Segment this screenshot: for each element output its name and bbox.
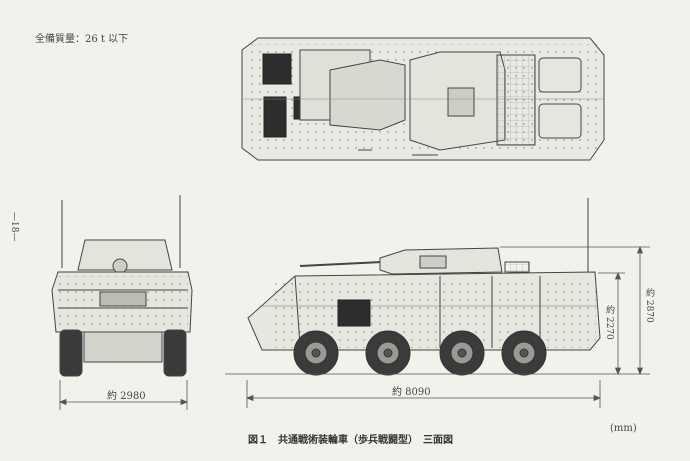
top-hatch-driver	[263, 96, 287, 138]
side-view	[247, 198, 601, 351]
side-wheels	[293, 330, 547, 376]
rear-hatch-lower	[538, 103, 582, 139]
dimension-heights	[500, 245, 650, 376]
units-label: (mm)	[610, 423, 637, 434]
front-width-label: 約 2980	[107, 391, 146, 402]
dimension-front-width	[58, 380, 189, 410]
wheel-1	[293, 330, 339, 376]
top-view	[241, 37, 605, 161]
page-number: —18—	[9, 212, 19, 242]
top-hatch-front	[262, 53, 292, 85]
total-height-label: 約 2870	[644, 288, 654, 323]
side-hatch	[337, 299, 371, 327]
front-wheel-right	[163, 329, 187, 377]
wheel-4	[501, 330, 547, 376]
main-gun	[299, 261, 383, 267]
weight-note: 全備質量：26 t 以下	[35, 34, 129, 45]
wheel-2	[365, 330, 411, 376]
front-turret	[77, 239, 173, 271]
front-view	[51, 195, 193, 377]
engine-grille	[496, 54, 536, 146]
dimension-side-length	[245, 380, 602, 408]
front-wheel-left	[59, 329, 83, 377]
wheel-3	[439, 330, 485, 376]
side-length-label: 約 8090	[392, 387, 431, 398]
hull-height-label: 約 2270	[604, 305, 614, 340]
figure-caption: 図１ 共通戦術装輪車（歩兵戦闘型） 三面図	[248, 435, 453, 446]
rear-hatch-upper	[538, 57, 582, 93]
